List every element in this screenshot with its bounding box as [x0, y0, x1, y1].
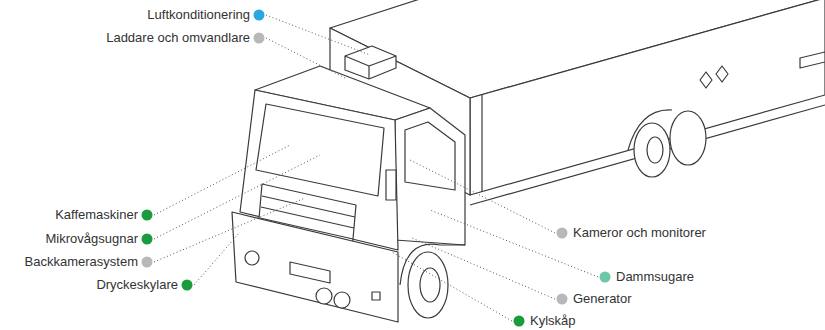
wheel-hub	[647, 137, 663, 163]
marker-dot	[557, 294, 568, 305]
door-window	[405, 122, 455, 190]
license-plate	[290, 262, 330, 283]
headlight	[316, 288, 332, 304]
part-label: Dammsugare	[616, 269, 694, 285]
leader-line	[154, 198, 305, 262]
ac-edge	[368, 66, 369, 79]
marker-dot	[514, 316, 525, 327]
fog-light	[372, 292, 380, 300]
headlight	[245, 251, 259, 265]
box-side	[470, 0, 825, 195]
windshield	[256, 104, 384, 196]
leader-line	[392, 252, 512, 321]
marker-dot	[600, 272, 611, 283]
hazard-diamond	[700, 72, 712, 88]
marker-dot	[142, 257, 153, 268]
part-label: Kameror och monitorer	[573, 225, 706, 241]
leader-line	[194, 232, 240, 285]
hazard-diamond	[716, 66, 728, 82]
bumper	[232, 212, 398, 322]
ac-edge	[369, 56, 396, 66]
leader-line	[266, 38, 345, 78]
leader-line	[410, 160, 555, 233]
marker-dot	[142, 234, 153, 245]
rear-wheel	[634, 123, 670, 177]
box-rib	[481, 95, 482, 192]
part-label: Kylskåp	[530, 313, 576, 329]
part-label: Laddare och omvandlare	[106, 30, 250, 46]
rear-wheel	[670, 111, 706, 165]
ac-edge	[345, 56, 369, 66]
marker-dot	[142, 210, 153, 221]
marker-dots	[142, 10, 611, 327]
headlight	[334, 292, 350, 308]
marker-dot	[254, 33, 265, 44]
cab-door	[395, 108, 465, 245]
leader-line	[412, 238, 555, 299]
mirror	[386, 170, 396, 200]
cab	[232, 46, 465, 322]
part-label: Mikrovågsugnar	[46, 231, 139, 247]
marker-dot	[182, 280, 193, 291]
leader-line	[430, 210, 598, 277]
part-label: Dryckeskylare	[96, 277, 178, 293]
part-label: Generator	[573, 291, 632, 307]
marker-dot	[254, 10, 265, 21]
leader-line	[266, 15, 370, 55]
leader-line	[154, 155, 320, 239]
front-wheel	[408, 252, 448, 318]
part-label: Luftkonditionering	[147, 7, 250, 23]
ac-unit	[345, 46, 396, 79]
grille-slat	[262, 196, 355, 217]
part-label: Kaffemaskiner	[55, 207, 138, 223]
chassis-rail	[470, 105, 825, 205]
marker-dot	[557, 228, 568, 239]
rear-bracket	[800, 52, 825, 68]
wheel-hub	[420, 268, 440, 302]
part-label: Backkamerasystem	[25, 254, 138, 270]
leader-lines	[154, 15, 598, 321]
